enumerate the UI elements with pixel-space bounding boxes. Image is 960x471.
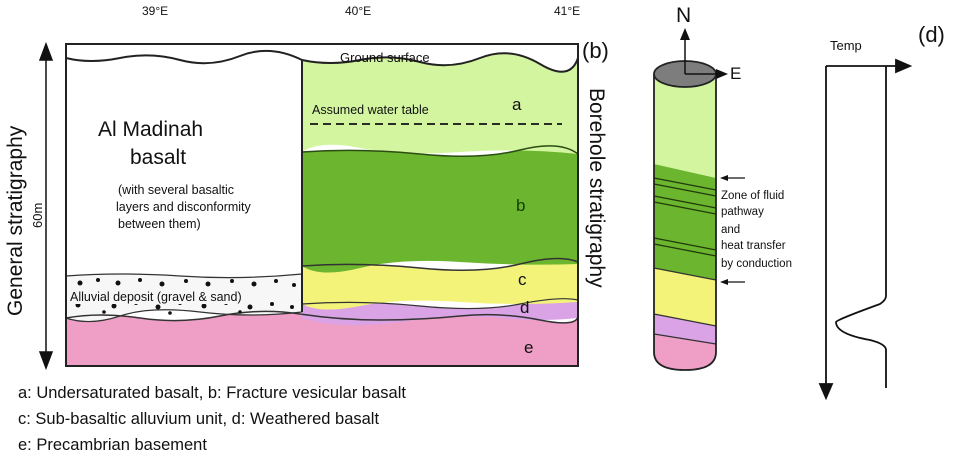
borehole-stratigraphy-label: Borehole stratigraphy — [585, 88, 608, 288]
lon-tick-39: 39°E — [142, 4, 169, 18]
gravel-dots — [75, 278, 296, 315]
panel-b-frame — [65, 43, 579, 367]
zone-text-5: by conduction — [721, 258, 792, 270]
temperature-curve — [835, 66, 887, 388]
al-madinah-block — [66, 58, 302, 278]
al-madinah-title-1: Al Madinah — [98, 118, 204, 141]
al-madinah-note-1: (with several basaltic — [118, 183, 235, 197]
temp-label: Temp — [830, 38, 862, 53]
al-madinah-title-2: basalt — [130, 146, 187, 169]
north-label: N — [676, 4, 692, 27]
panel-c-borehole — [653, 28, 745, 371]
zone-text-1: Zone of fluid — [721, 190, 785, 202]
layer-e — [66, 311, 579, 366]
panel-b-drawing — [65, 43, 579, 367]
layer-a — [302, 54, 578, 154]
zone-text-3: and — [721, 224, 741, 236]
legend-line-3: e: Precambrian basement — [18, 436, 207, 454]
layer-letter-b: b — [516, 196, 526, 215]
legend-line-2: c: Sub-basaltic alluvium unit, d: Weathe… — [18, 410, 380, 428]
layer-letter-d: d — [520, 298, 530, 317]
panel-d-label: (d) — [918, 22, 945, 47]
ground-surface-label: Ground surface — [340, 50, 430, 65]
legend-line-1: a: Undersaturated basalt, b: Fracture ve… — [18, 384, 406, 402]
layer-b — [302, 145, 578, 273]
layer-letter-a: a — [512, 95, 522, 114]
zone-text-4: heat transfer — [721, 240, 786, 252]
panel-b-label: (b) — [582, 38, 609, 63]
alluvial-label: Alluvial deposit (gravel & sand) — [70, 290, 242, 304]
lon-tick-40: 40°E — [345, 4, 372, 18]
layer-d — [302, 298, 578, 326]
layer-c — [302, 258, 578, 310]
al-madinah-note-2: layers and disconformity — [116, 200, 251, 214]
east-label: E — [730, 64, 742, 83]
layer-letter-e: e — [524, 338, 534, 357]
ground-surface-line — [65, 49, 579, 73]
water-table-label: Assumed water table — [312, 103, 429, 117]
layer-letter-c: c — [518, 270, 527, 289]
al-madinah-note-3: between them) — [118, 217, 201, 231]
general-stratigraphy-label: General stratigraphy — [4, 125, 27, 316]
panel-d-temperature — [818, 58, 913, 401]
lon-tick-41: 41°E — [554, 4, 581, 18]
zone-text-2: pathway — [721, 206, 764, 218]
thickness-label: 60m — [30, 202, 45, 228]
general-stratigraphy-arrow — [38, 41, 54, 371]
